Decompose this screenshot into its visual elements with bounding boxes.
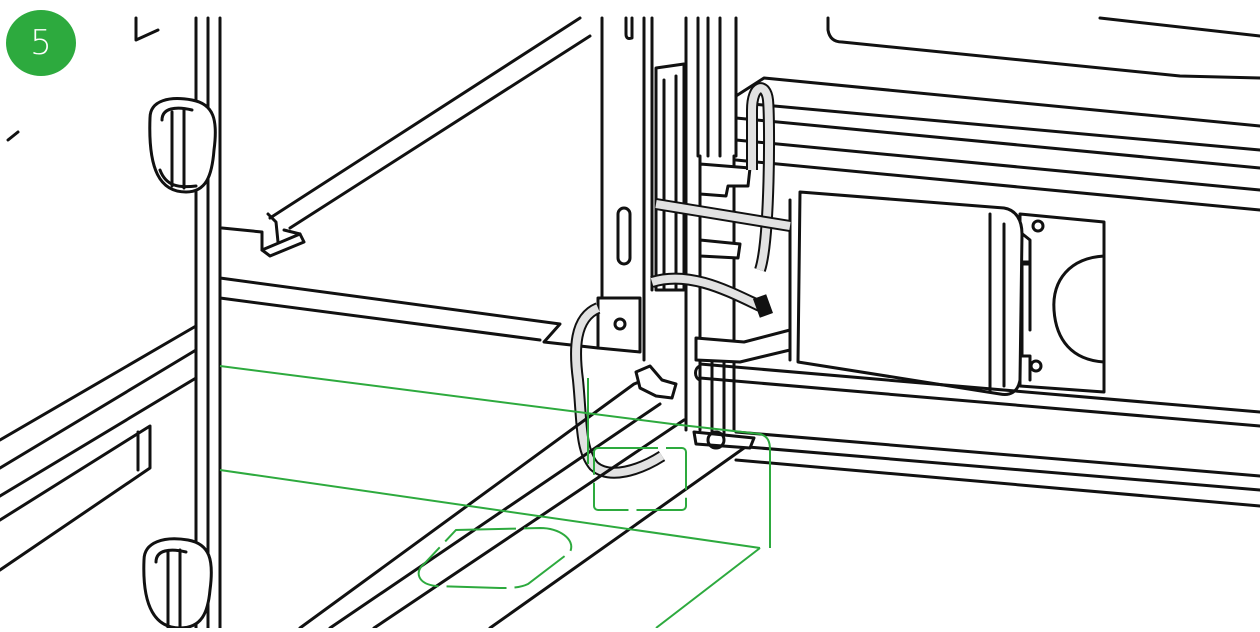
left-drawer-rails	[0, 326, 196, 570]
upper-right-panel	[736, 18, 1260, 210]
base-panel	[220, 278, 598, 348]
cable-clip-middle	[700, 240, 740, 258]
step-number-badge: 5	[6, 10, 76, 76]
center-post	[598, 18, 652, 360]
knob-lower	[144, 539, 212, 628]
power-supply-module	[790, 192, 1104, 394]
knob-upper	[150, 99, 216, 192]
cable-clip-upper	[700, 164, 750, 196]
step-number: 5	[30, 23, 52, 63]
top-shelf-rail	[222, 18, 590, 256]
cable-clip-lower	[696, 330, 790, 362]
